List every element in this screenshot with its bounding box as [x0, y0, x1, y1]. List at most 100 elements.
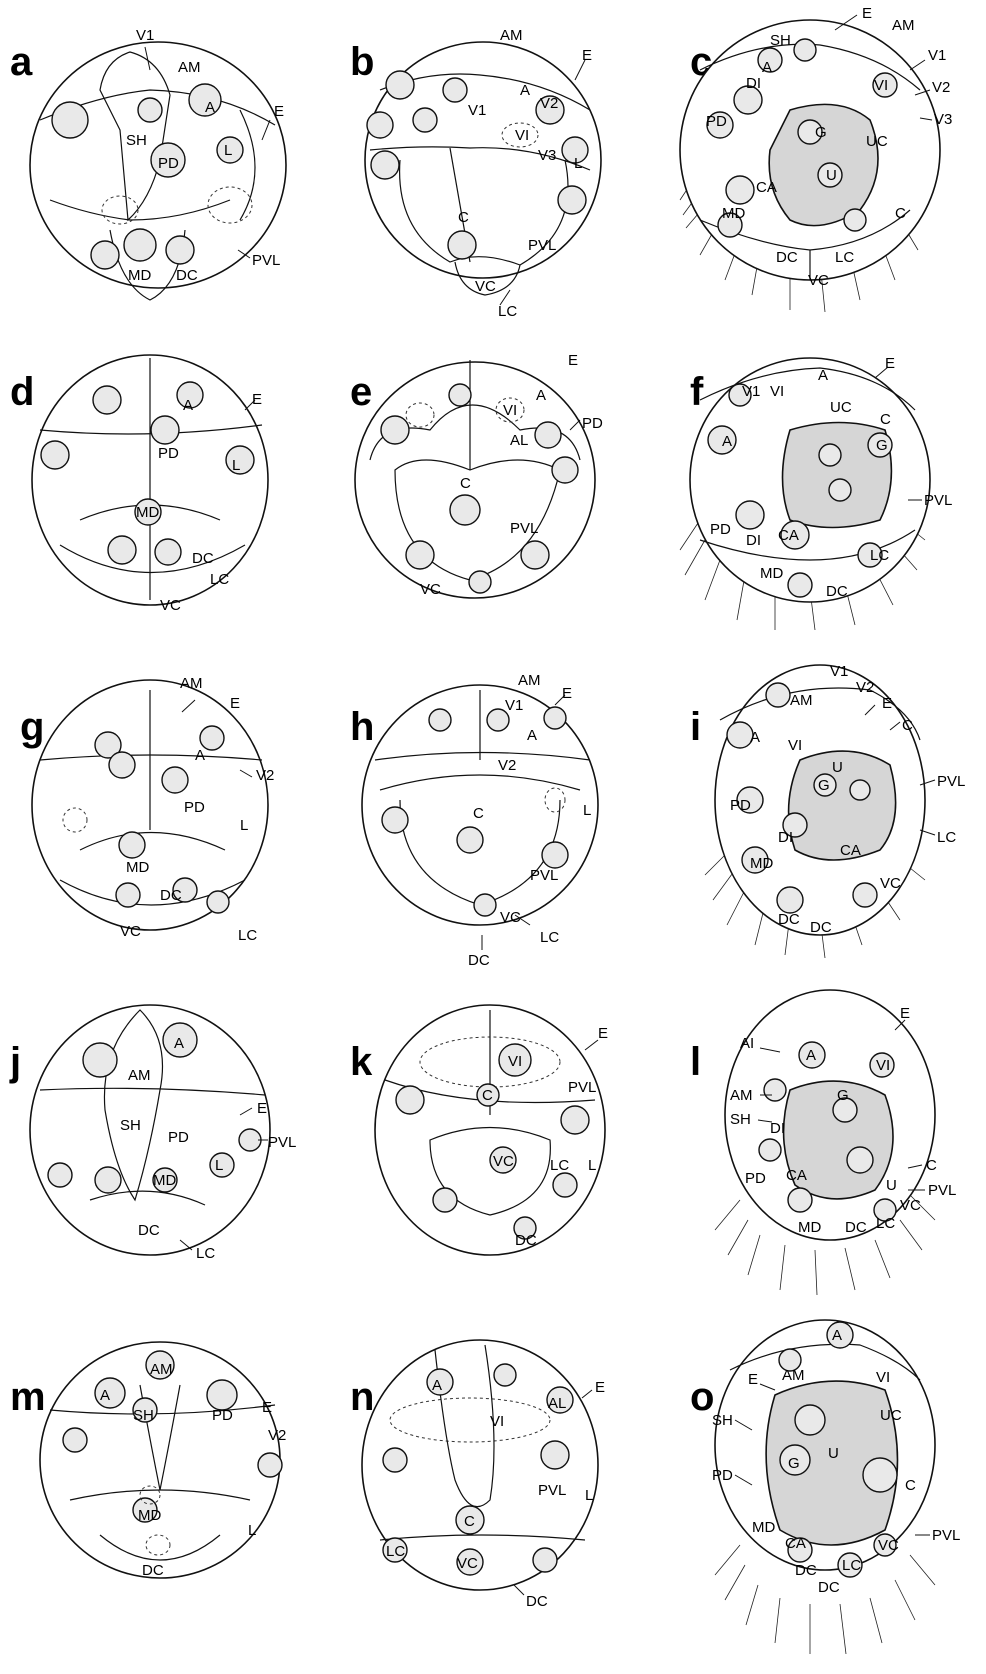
cell-nucleus [726, 176, 754, 204]
cell-label: U [828, 1445, 839, 1462]
cell-label: G [815, 124, 827, 141]
cell-label: MD [760, 565, 783, 582]
cell-nucleus [367, 112, 393, 138]
embryo-outline [30, 1005, 270, 1255]
cell-label: E [262, 1399, 272, 1416]
cell-label: DI [770, 1120, 785, 1137]
cell-label: AM [178, 59, 201, 76]
cell-label: CA [786, 1167, 807, 1184]
cell-label: DC [826, 583, 848, 600]
cell-nucleus [91, 241, 119, 269]
cell-nucleus [119, 832, 145, 858]
cell-label: E [748, 1371, 758, 1388]
cell-label: V2 [856, 679, 874, 696]
cell-label: PVL [510, 520, 538, 537]
cell-label: SH [120, 1117, 141, 1134]
cell-label: AM [518, 672, 541, 689]
panel-letter-e: e [350, 370, 372, 414]
cell-label: VC [880, 875, 901, 892]
cell-label: E [882, 695, 892, 712]
panel-h: h AM E V1 A V2 C L PVL VC LC DC [350, 672, 598, 969]
cell-nucleus [93, 386, 121, 414]
cell-label: AI [740, 1035, 754, 1052]
cell-nucleus [544, 707, 566, 729]
cell-label: G [876, 437, 888, 454]
cell-label: MD [128, 267, 151, 284]
cell-nucleus [413, 108, 437, 132]
cell-label: LC [210, 571, 229, 588]
cell-label: VC [500, 909, 521, 926]
cell-label: MD [153, 1172, 176, 1189]
panel-letter-k: k [350, 1040, 373, 1084]
cell-nucleus [759, 1139, 781, 1161]
cell-label: A [806, 1047, 816, 1064]
cell-label: PD [745, 1170, 766, 1187]
cell-label: LC [386, 1543, 405, 1560]
cell-label: VI [770, 383, 784, 400]
cell-label: DC [192, 550, 214, 567]
cell-label: LC [876, 1215, 895, 1232]
cell-nucleus [138, 98, 162, 122]
cell-label: A [536, 387, 546, 404]
cell-nucleus [847, 1147, 873, 1173]
cell-label: PD [168, 1129, 189, 1146]
cell-label: PD [158, 445, 179, 462]
cell-label: PVL [937, 773, 965, 790]
cell-label: L [240, 817, 248, 834]
panel-letter-l: l [690, 1040, 701, 1084]
cell-label: MD [750, 855, 773, 872]
cell-nucleus [457, 827, 483, 853]
cell-label: A [750, 729, 760, 746]
cell-label: SH [126, 132, 147, 149]
cell-label: C [905, 1477, 916, 1494]
cell-label: UC [866, 133, 888, 150]
cell-label: VC [457, 1555, 478, 1572]
cell-label: LC [238, 927, 257, 944]
cell-label: VC [878, 1537, 899, 1554]
cell-label: DI [778, 829, 793, 846]
cell-label: AM [790, 692, 813, 709]
cell-nucleus [449, 384, 471, 406]
cell-label: AM [128, 1067, 151, 1084]
cell-nucleus [844, 209, 866, 231]
cell-label: A [432, 1377, 442, 1394]
cell-label: A [818, 367, 828, 384]
panel-i: i V1 V2 E AM C A VI U G PVL PD DI CA LC … [690, 663, 965, 958]
cell-label: E [230, 695, 240, 712]
cell-label: A [195, 747, 205, 764]
cell-label: A [174, 1035, 184, 1052]
panel-l: l E AI A VI AM G SH DI CA C PD U PVL VC … [690, 990, 956, 1295]
cell-label: VC [420, 581, 441, 598]
cell-label: SH [133, 1407, 154, 1424]
cell-nucleus [258, 1453, 282, 1477]
cell-label: C [458, 209, 469, 226]
cell-label: A [183, 397, 193, 414]
cell-label: PD [706, 113, 727, 130]
cell-nucleus [239, 1129, 261, 1151]
cell-label: A [520, 82, 530, 99]
cell-nucleus [41, 441, 69, 469]
cell-label: DI [746, 75, 761, 92]
panel-letter-d: d [10, 370, 34, 414]
cell-nucleus [795, 1405, 825, 1435]
label-leader [582, 1390, 592, 1398]
panel-e: e E A VI PD AL C PVL VC [350, 352, 603, 598]
cell-label: VI [503, 402, 517, 419]
cell-nucleus [494, 1364, 516, 1386]
panel-o: o A E AM VI SH UC G U C PD PVL MD CA VC … [690, 1320, 960, 1654]
cell-nucleus [95, 1167, 121, 1193]
cell-label: CA [778, 527, 799, 544]
cell-nucleus [850, 780, 870, 800]
cell-nucleus [766, 683, 790, 707]
cell-label: SH [712, 1412, 733, 1429]
panel-letter-h: h [350, 705, 374, 749]
cell-label: V3 [538, 147, 556, 164]
cell-nucleus [433, 1188, 457, 1212]
cell-label: CA [785, 1535, 806, 1552]
panel-n: n A AL E VI PVL L C LC VC DC [350, 1340, 605, 1610]
cell-label: A [722, 433, 732, 450]
cell-nucleus [853, 883, 877, 907]
cell-label: V1 [742, 383, 760, 400]
cell-label: VC [160, 597, 181, 614]
label-leader [910, 60, 925, 70]
